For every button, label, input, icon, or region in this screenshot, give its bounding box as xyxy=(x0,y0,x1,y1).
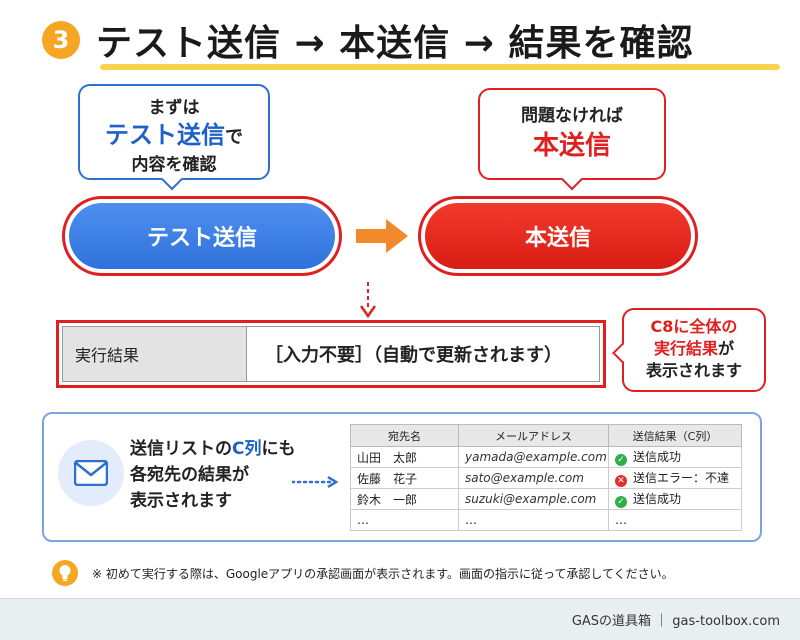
col-header-email: メールアドレス xyxy=(458,424,609,447)
info-suffix: にも xyxy=(261,439,296,459)
cell-email: yamada@example.com xyxy=(458,446,609,468)
info-prefix: 送信リストの xyxy=(130,439,232,459)
status-text: 送信成功 xyxy=(633,450,682,464)
test-send-button[interactable]: テスト送信 xyxy=(69,203,335,269)
tip-text: ※ 初めて実行する際は、Googleアプリの承認画面が表示されます。画面の指示に… xyxy=(92,566,674,581)
arrow-down-icon xyxy=(359,282,377,322)
info-line-3: 表示されます xyxy=(130,491,232,511)
bubble-tail xyxy=(560,167,584,191)
col-header-name: 宛先名 xyxy=(350,424,459,447)
hint-right-emphasis: 本送信 xyxy=(532,131,611,161)
result-label: 実行結果 xyxy=(63,327,247,381)
info-text: 送信リストのC列にも 各宛先の結果が 表示されます xyxy=(130,436,295,514)
check-icon: ✓ xyxy=(615,454,627,466)
step-badge: 3 xyxy=(42,21,80,59)
hint-emphasis: テスト送信 xyxy=(105,121,225,149)
main-send-highlight: 本送信 xyxy=(418,196,698,276)
cell-status: ✓ 送信成功 xyxy=(608,446,742,468)
callout-line-1: C8に全体の xyxy=(650,317,738,336)
hint-line-1: まずは xyxy=(148,98,200,118)
footer-text[interactable]: GASの道具箱 ｜ gas-toolbox.com xyxy=(571,614,780,629)
hint-suffix: で xyxy=(225,127,243,148)
status-text: 送信エラー：不達 xyxy=(633,471,730,485)
cell-status: … xyxy=(608,509,742,531)
cell-status: ✕ 送信エラー：不達 xyxy=(608,467,742,489)
table-row: … … … xyxy=(350,509,742,531)
mail-icon xyxy=(58,440,124,506)
cell-name: … xyxy=(350,509,459,531)
hint-line-2: テスト送信で xyxy=(80,120,268,153)
callout-line-2: 実行結果が xyxy=(624,338,764,360)
cell-email: suzuki@example.com xyxy=(458,488,609,510)
result-row: 実行結果 ［入力不要］（自動で更新されます） xyxy=(62,326,600,382)
result-row-highlight: 実行結果 ［入力不要］（自動で更新されます） xyxy=(56,320,606,388)
lightbulb-icon xyxy=(52,560,78,586)
title-underline xyxy=(100,64,780,70)
info-line-2: 各宛先の結果が xyxy=(130,465,249,485)
cell-name: 佐藤 花子 xyxy=(350,467,459,489)
hint-right-line-1: 問題なければ xyxy=(521,106,623,126)
header: 3 テスト送信 → 本送信 → 結果を確認 xyxy=(42,12,782,68)
cell-name: 山田 太郎 xyxy=(350,446,459,468)
cell-email: sato@example.com xyxy=(458,467,609,489)
error-icon: ✕ xyxy=(615,475,627,487)
info-line-1: 送信リストのC列にも xyxy=(130,436,295,462)
info-emphasis: C列 xyxy=(232,439,262,459)
status-text: 送信成功 xyxy=(633,492,682,506)
result-value: ［入力不要］（自動で更新されます） xyxy=(247,327,599,381)
main-send-hint-bubble: 問題なければ 本送信 xyxy=(478,88,666,191)
test-send-highlight: テスト送信 xyxy=(62,196,342,276)
table-row: 鈴木 一郎 suzuki@example.com ✓ 送信成功 xyxy=(350,488,742,510)
main-send-button[interactable]: 本送信 xyxy=(425,203,691,269)
arrow-right-icon xyxy=(356,219,408,257)
cell-status: ✓ 送信成功 xyxy=(608,488,742,510)
dotted-arrow-icon xyxy=(290,474,339,493)
callout-line-3: 表示されます xyxy=(645,361,742,380)
cell-name: 鈴木 一郎 xyxy=(350,488,459,510)
table-row: 山田 太郎 yamada@example.com ✓ 送信成功 xyxy=(350,446,742,468)
col-header-status: 送信結果（C列） xyxy=(608,424,742,447)
cell-email: … xyxy=(458,509,609,531)
table-header-row: 宛先名 メールアドレス 送信結果（C列） xyxy=(350,424,742,447)
hint-line-3: 内容を確認 xyxy=(131,155,217,175)
test-send-hint-bubble: まずは テスト送信で 内容を確認 xyxy=(78,84,270,191)
c8-callout: C8に全体の 実行結果が 表示されます xyxy=(612,308,766,392)
tip-row: ※ 初めて実行する際は、Googleアプリの承認画面が表示されます。画面の指示に… xyxy=(52,560,674,586)
callout-emphasis: 実行結果 xyxy=(653,339,718,358)
footer: GASの道具箱 ｜ gas-toolbox.com xyxy=(0,598,800,640)
send-list-table: 宛先名 メールアドレス 送信結果（C列） 山田 太郎 yamada@exampl… xyxy=(350,424,742,531)
table-row: 佐藤 花子 sato@example.com ✕ 送信エラー：不達 xyxy=(350,467,742,489)
callout-suffix: が xyxy=(718,339,735,358)
check-icon: ✓ xyxy=(615,496,627,508)
page-title: テスト送信 → 本送信 → 結果を確認 xyxy=(96,23,694,64)
